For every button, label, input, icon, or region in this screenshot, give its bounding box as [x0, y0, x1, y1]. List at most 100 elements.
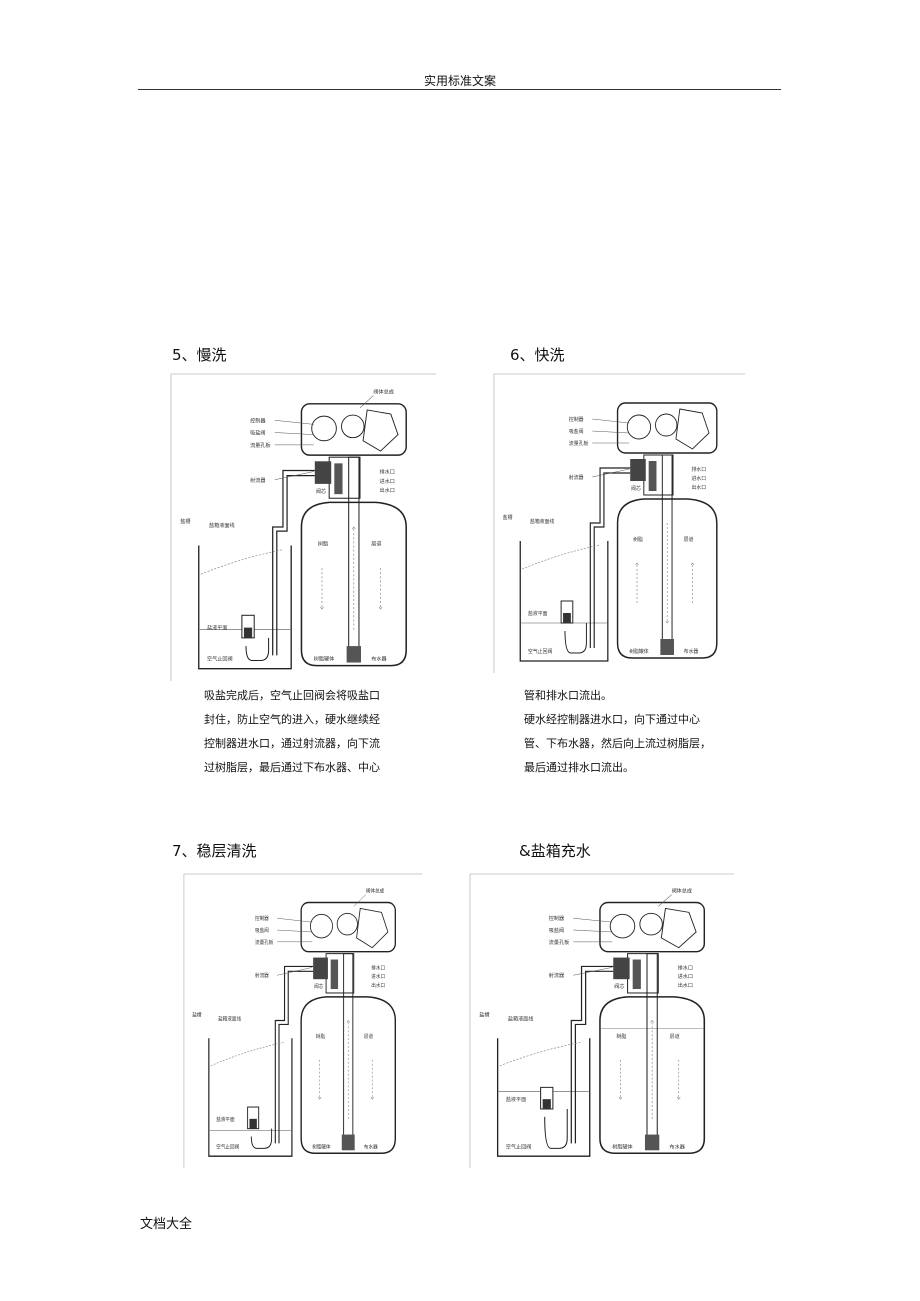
label-left-0: 控制器 [255, 915, 269, 922]
cam-plate [675, 408, 710, 450]
diagram-svg: 控制器吸盐阀流量孔板射流器排水口进水口出水口阀芯盐槽盐箱液面线树脂层道盐液平面空… [493, 373, 746, 673]
label-distributor: 布水器 [364, 1143, 378, 1150]
label-salt-tank: 盐槽 [192, 1011, 201, 1018]
brine-line [274, 965, 314, 1144]
label-port-2: 出水口 [379, 486, 394, 494]
label-port-1: 进水口 [379, 477, 394, 485]
valve-body [627, 953, 659, 994]
label-valve-assembly: 阀体总成 [373, 388, 394, 396]
label-layer: 层道 [371, 539, 381, 547]
diagram-svg: 阀体总成控制器吸盐阀流量孔板射流器排水口进水口出水口阀芯盐槽盐箱液面线树脂层道盐… [170, 373, 436, 681]
label-port-0: 排水口 [678, 964, 693, 971]
label-port-2: 出水口 [678, 982, 693, 989]
label-layer: 层道 [364, 1033, 373, 1040]
brine-line-u [245, 637, 270, 661]
label-tank-body: 树脂罐体 [612, 1143, 632, 1150]
label-port-0: 排水口 [692, 466, 707, 473]
leader-line [274, 432, 314, 435]
label-check-valve: 空气止回阀 [207, 654, 233, 662]
leader-line [359, 395, 374, 409]
label-salt-tank: 盐槽 [479, 1012, 489, 1019]
label-valve-core: 阀芯 [614, 983, 624, 990]
flow-arrow-head [378, 606, 383, 610]
timer-dial [311, 415, 337, 442]
label-layer: 层道 [684, 536, 694, 543]
label-salt-tank: 盐槽 [180, 517, 190, 525]
label-left-3: 射流器 [549, 972, 564, 979]
label-brine-line: 盐箱液面线 [218, 1015, 241, 1022]
section-text-5: 吸盐完成后，空气止回阀会将吸盐口 封住，防止空气的进入，硬水继续经 控制器进水口… [204, 684, 380, 780]
brine-line [570, 965, 614, 1144]
brine-tank [208, 1038, 293, 1157]
flow-arrow-head [665, 620, 669, 624]
label-left-1: 吸盐阀 [255, 927, 269, 934]
resin-tank [616, 498, 718, 659]
figure-border [170, 373, 436, 681]
brine-line-u [564, 623, 587, 654]
label-tank-body: 树脂罐体 [629, 648, 648, 655]
air-check-valve [542, 1099, 551, 1109]
flow-arrow-head [618, 1097, 623, 1100]
timer-dial [626, 414, 652, 440]
flow-arrow-head [370, 1097, 374, 1100]
brine-tank [198, 545, 292, 670]
brine-line-inner [278, 970, 314, 1144]
leader-line [592, 418, 630, 424]
label-check-valve: 空气止回阀 [528, 648, 552, 655]
figure-border [183, 873, 423, 1168]
leader-line [592, 430, 630, 434]
brine-line-u [544, 1109, 568, 1149]
injector-block [313, 957, 328, 980]
air-check-valve [243, 627, 253, 638]
diagram-slow-wash: 阀体总成控制器吸盐阀流量孔板射流器排水口进水口出水口阀芯盐槽盐箱液面线树脂层道盐… [170, 373, 437, 681]
section-text-6: 管和排水口流出。 硬水经控制器进水口，向下通过中心 管、下布水器，然后向上流过树… [524, 684, 711, 780]
section-title-6: 6、快洗 [510, 346, 565, 364]
label-port-1: 进水口 [371, 973, 385, 980]
label-float-level: 盐液平面 [506, 1096, 526, 1103]
brine-curve [522, 544, 601, 570]
diagram-fast-wash: 控制器吸盐阀流量孔板射流器排水口进水口出水口阀芯盐槽盐箱液面线树脂层道盐液平面空… [493, 373, 746, 673]
flow-arrow-head [346, 1020, 350, 1023]
page-header: 实用标准文案 [423, 74, 496, 88]
label-left-1: 吸盐阀 [549, 927, 564, 934]
cam-plate [356, 907, 389, 949]
label-resin: 树脂 [318, 539, 328, 547]
leader-line [573, 917, 613, 923]
flow-arrow-head [690, 562, 695, 566]
air-check-valve [563, 613, 571, 623]
valve-piston [648, 461, 657, 491]
leader-line [277, 917, 313, 923]
label-resin: 树脂 [616, 1033, 626, 1040]
air-check-valve [249, 1118, 257, 1129]
timer-dial [309, 913, 333, 939]
gear-wheel [341, 414, 365, 439]
label-left-2: 流量孔板 [250, 441, 271, 449]
flow-arrow-head [650, 1020, 654, 1023]
leader-line [573, 929, 613, 933]
label-left-3: 射流器 [250, 476, 265, 484]
text-line: 控制器进水口，通过射流器，向下流 [204, 737, 380, 750]
label-port-1: 进水口 [692, 475, 707, 482]
label-valve-core: 阀芯 [314, 983, 323, 990]
label-port-0: 排水口 [379, 468, 394, 476]
controller-housing [599, 901, 706, 953]
text-line: 吸盐完成后，空气止回阀会将吸盐口 [204, 689, 380, 702]
label-check-valve: 空气止回阀 [506, 1143, 532, 1150]
valve-body [325, 953, 355, 994]
flow-arrow-head [676, 1097, 681, 1100]
bottom-distributor [346, 646, 362, 663]
timer-dial [609, 913, 636, 939]
bottom-distributor [341, 1134, 355, 1151]
flow-arrow-head [320, 606, 324, 610]
flow-arrow-head [635, 562, 639, 566]
label-left-1: 吸盐阀 [250, 429, 265, 437]
label-valve-assembly: 阀体总成 [366, 888, 385, 895]
label-salt-tank: 盐槽 [503, 514, 513, 521]
text-line: 管和排水口流出。 [524, 689, 612, 702]
diagram-svg: 阀体总成控制器吸盐阀流量孔板射流器排水口进水口出水口阀芯盐槽盐箱液面线树脂层道盐… [183, 873, 423, 1168]
label-port-0: 排水口 [371, 964, 385, 971]
brine-tank [496, 1038, 591, 1157]
leader-line [277, 967, 313, 976]
leader-line [592, 468, 630, 478]
label-float-level: 盐液平面 [207, 624, 228, 632]
